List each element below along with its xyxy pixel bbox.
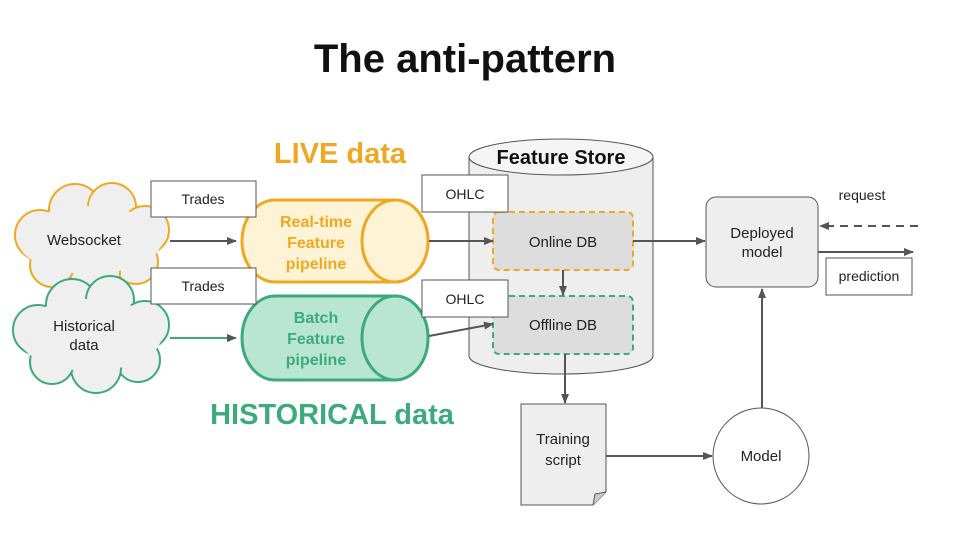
batch-pipeline-label-2: Feature <box>287 331 345 348</box>
historical-data-label: HISTORICAL data <box>210 399 455 431</box>
historical-data-label-line2: data <box>69 337 99 354</box>
batch-to-offline-arrow <box>428 321 494 337</box>
batch-pipeline-label-3: pipeline <box>286 352 347 369</box>
training-script-fold <box>592 491 607 506</box>
ohlc-label-top: OHLC <box>446 186 485 202</box>
feature-store-label: Feature Store <box>497 147 626 169</box>
websocket-cloud <box>14 182 170 298</box>
ohlc-label-box-top <box>421 174 509 213</box>
batch-pipeline-label-1: Batch <box>294 310 338 327</box>
trades-label-box-bottom <box>150 267 257 305</box>
page-title: The anti-pattern <box>314 37 616 81</box>
offline-db-label: Offline DB <box>529 317 597 334</box>
prediction-label: prediction <box>839 268 900 284</box>
training-script-label-1: Training <box>536 431 590 448</box>
deployed-model-box <box>705 196 819 288</box>
deployed-model-label-1: Deployed <box>730 225 793 242</box>
batch-pipeline-cylinder <box>240 294 430 382</box>
realtime-pipeline-label-2: Feature <box>287 235 345 252</box>
prediction-label-box <box>825 257 913 296</box>
training-script-label-2: script <box>545 452 582 469</box>
trades-label-top: Trades <box>181 191 224 207</box>
historical-data-cloud <box>12 275 170 394</box>
trades-label-box-top <box>150 180 257 218</box>
historical-data-label-line1: Historical <box>53 318 115 335</box>
realtime-pipeline-cylinder <box>240 198 430 284</box>
request-label: request <box>839 187 886 203</box>
deployed-model-label-2: model <box>742 244 783 261</box>
live-data-label: LIVE data <box>274 138 407 170</box>
websocket-label: Websocket <box>47 232 122 249</box>
realtime-pipeline-label-3: pipeline <box>286 256 347 273</box>
trades-label-bottom: Trades <box>181 278 224 294</box>
model-label: Model <box>741 448 782 465</box>
ohlc-label-bottom: OHLC <box>446 291 485 307</box>
ohlc-label-box-bottom <box>421 279 509 318</box>
realtime-pipeline-label-1: Real-time <box>280 214 352 231</box>
online-db-label: Online DB <box>529 234 597 251</box>
